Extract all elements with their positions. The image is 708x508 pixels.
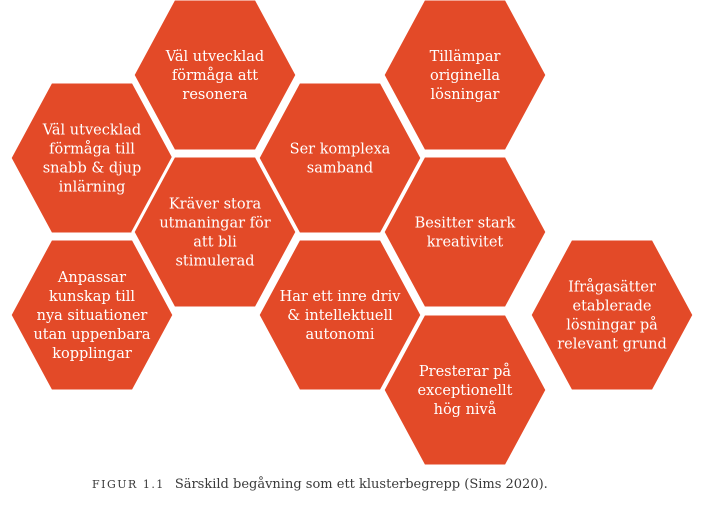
hexagon-text-line: etablerade bbox=[573, 299, 652, 315]
hexagon-text-line: Ser komplexa bbox=[290, 142, 391, 158]
figure-label: FIGUR 1.1 bbox=[92, 478, 165, 491]
hexagon-text-line: förmåga att bbox=[172, 67, 258, 84]
hexagon-shape bbox=[381, 312, 549, 468]
hexagon-text-line: kopplingar bbox=[52, 346, 132, 362]
hexagon-text-line: Väl utvecklad bbox=[165, 49, 264, 65]
hexagon-shape bbox=[8, 237, 176, 393]
hexagon-text-line: snabb & djup bbox=[43, 161, 142, 177]
hexagon-8: Har ett inre driv & intellektuell autonomi bbox=[256, 237, 424, 393]
hexagon-6: Besitter stark kreativitet bbox=[381, 154, 549, 310]
hexagon-2: Tillämpar originella lösningar bbox=[381, 0, 549, 153]
hexagon-1: Väl utvecklad förmåga att resonera bbox=[131, 0, 299, 153]
hexagon-shape bbox=[381, 0, 549, 153]
hexagon-shape bbox=[528, 237, 696, 393]
hexagon-text-line: stimulerad bbox=[175, 254, 254, 270]
hexagon-text-line: inlärning bbox=[59, 180, 126, 196]
hexagon-text-line: Presterar på bbox=[419, 363, 512, 380]
hexagon-text-line: lösningar bbox=[431, 87, 500, 103]
figure-caption-text: Särskild begåvning som ett klusterbegrep… bbox=[174, 477, 548, 492]
hexagon-text-line: nya situationer bbox=[37, 308, 148, 324]
hexagon-text-line: samband bbox=[307, 161, 373, 177]
hexagon-text-line: kreativitet bbox=[427, 235, 504, 251]
hexagon-text-line: hög nivå bbox=[434, 401, 497, 418]
hexagon-text-line: utan uppenbara bbox=[33, 327, 150, 343]
hexagon-3: Väl utvecklad förmåga till snabb & djup inl… bbox=[8, 80, 176, 236]
hexagon-10: Presterar på exceptionellt hög nivå bbox=[381, 312, 549, 468]
hexagon-text-line: resonera bbox=[182, 87, 248, 103]
hexagon-text-line: originella bbox=[430, 68, 500, 84]
hexagon-9: Ifrågasätter etablerade lösningar på releva… bbox=[528, 237, 696, 393]
hexagon-text-line: Kräver stora bbox=[169, 197, 262, 213]
hexagon-text-line: autonomi bbox=[306, 327, 375, 343]
hexagon-text-line: lösningar på bbox=[566, 317, 658, 334]
hexagon-text-line: Ifrågasätter bbox=[568, 279, 656, 296]
hexagon-shape bbox=[381, 154, 549, 310]
hexagon-text-line: Har ett inre driv bbox=[280, 289, 402, 305]
hexagon-text-line: Anpassar bbox=[57, 270, 126, 286]
hexagon-text-line: relevant grund bbox=[557, 337, 667, 353]
hexagon-shape bbox=[131, 0, 299, 153]
hexagon-text-line: förmåga till bbox=[49, 141, 135, 158]
figure-caption: FIGUR 1.1 Särskild begåvning som ett klus… bbox=[92, 477, 548, 492]
hexagon-text-line: & intellektuell bbox=[287, 308, 393, 324]
hexagon-5: Kräver stora utmaningar för att bli stimule… bbox=[131, 154, 299, 310]
hexagon-text-line: Besitter stark bbox=[415, 216, 516, 232]
hexagon-text-line: utmaningar för bbox=[159, 216, 270, 232]
hexagon-text-line: Väl utvecklad bbox=[42, 123, 141, 139]
hexagon-shape bbox=[131, 154, 299, 310]
hexagon-7: Anpassar kunskap till nya situationer utan … bbox=[8, 237, 176, 393]
hexagon-text-line: att bli bbox=[193, 235, 237, 251]
hexagon-text-line: Tillämpar bbox=[430, 49, 501, 65]
hexagon-text-line: kunskap till bbox=[49, 289, 135, 305]
hexagon-text-line: exceptionellt bbox=[418, 383, 513, 399]
